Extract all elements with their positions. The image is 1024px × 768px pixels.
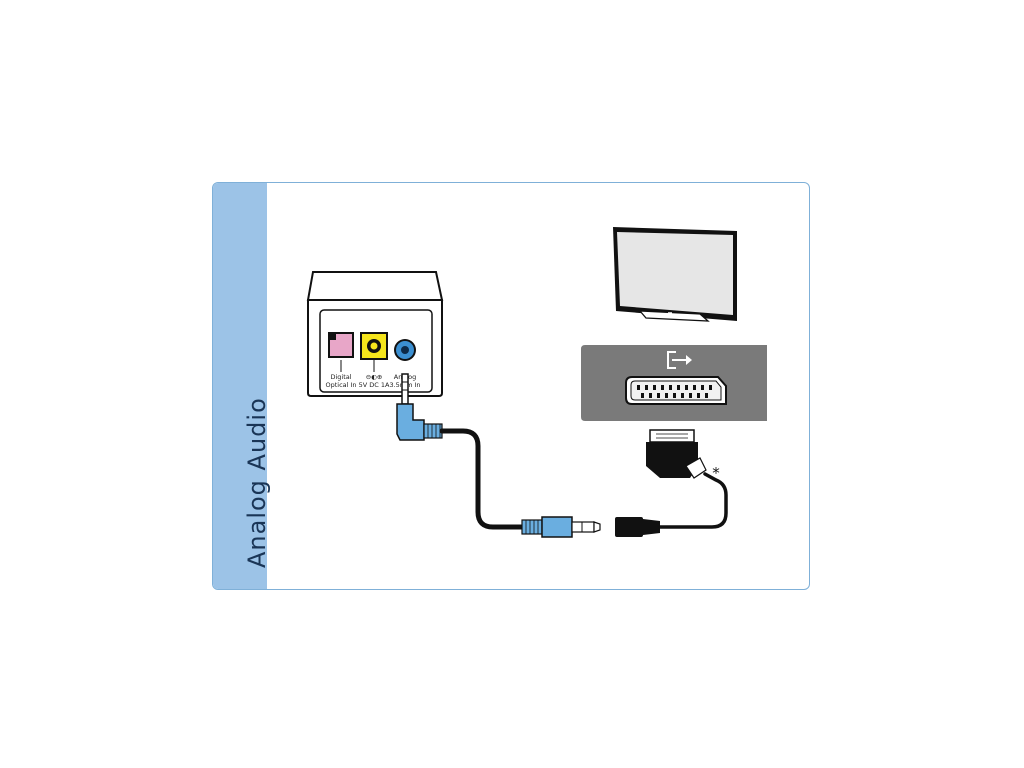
port-label-optical-2: Optical In	[325, 381, 356, 389]
port-label-power-2: 5V DC 1A	[359, 381, 390, 389]
power-port-icon	[360, 332, 388, 360]
tv-scart-panel	[581, 345, 767, 421]
scart-plug-icon	[646, 429, 707, 479]
side-band	[213, 183, 267, 589]
analog-port-icon	[394, 339, 416, 361]
port-label-optical-1: Digital	[330, 373, 351, 381]
scart-adapter-cable	[658, 472, 728, 529]
audio-device: Digital Optical In ⊖◐⊕ 5V DC 1A Analog 3…	[306, 271, 444, 397]
audio-cable	[439, 428, 527, 530]
port-label-power-1: ⊖◐⊕	[366, 373, 383, 381]
tv-icon	[613, 227, 737, 322]
jack-socket-adapter-icon	[615, 517, 660, 537]
optical-port-icon	[328, 332, 354, 358]
mini-jack-plug-icon	[396, 373, 443, 441]
scart-socket-icon	[625, 376, 727, 405]
footnote-asterisk: *	[712, 464, 720, 482]
output-arrow-icon	[667, 351, 692, 369]
large-jack-plug-icon	[521, 516, 601, 538]
